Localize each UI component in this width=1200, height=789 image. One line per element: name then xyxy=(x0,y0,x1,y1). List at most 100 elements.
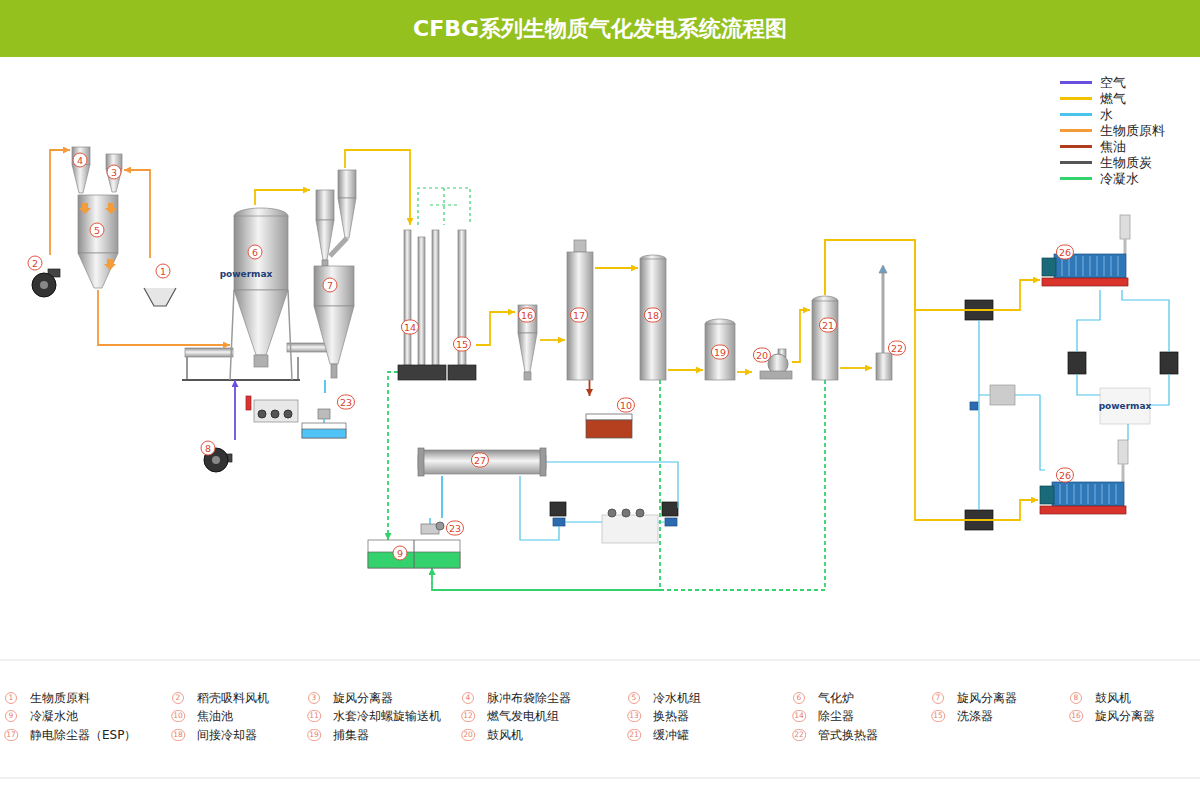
pool-rim xyxy=(368,540,460,568)
callout-number: 18 xyxy=(644,308,662,323)
water-pipe xyxy=(979,290,1169,510)
callout-number: 7 xyxy=(323,278,338,293)
table-cell: 捕集器 xyxy=(333,727,369,744)
cooling-fan xyxy=(608,509,616,517)
callout-number: 20 xyxy=(753,348,771,363)
table-cell: 脉冲布袋除尘器 xyxy=(487,690,571,707)
equipment-node: 14 xyxy=(398,225,446,380)
support-frame xyxy=(187,357,298,380)
equipment-node: 26 xyxy=(1040,215,1140,290)
legend-text: 燃气 xyxy=(1100,91,1126,107)
equipment-node: 1 xyxy=(140,258,180,310)
pipe-connector xyxy=(668,369,703,371)
legend-item: 生物质原料 xyxy=(1060,123,1190,139)
footer-rule xyxy=(0,778,1200,779)
cooling-tower xyxy=(602,515,658,543)
equipment-node: 8 xyxy=(198,440,243,475)
link-pipe xyxy=(322,260,328,266)
vessel-body xyxy=(876,353,892,380)
flow-arrow xyxy=(79,203,91,214)
engine-rib xyxy=(1111,256,1112,276)
pipe-connector xyxy=(476,312,515,345)
legend-item: 水 xyxy=(1060,107,1190,123)
equipment-shape xyxy=(448,225,476,380)
vessel-body xyxy=(640,259,666,380)
table-number: 17 xyxy=(4,729,18,741)
equipment-node: 26 xyxy=(1038,440,1138,518)
char-roller xyxy=(271,410,279,418)
table-cell: 燃气发电机组 xyxy=(487,708,559,725)
chiller-unit xyxy=(550,502,566,516)
table-cell: 鼓风机 xyxy=(487,727,523,744)
legend-item: 冷凝水 xyxy=(1060,171,1190,187)
tank-body xyxy=(302,423,346,438)
pool-divider xyxy=(414,540,415,568)
exchanger-cap xyxy=(418,448,424,476)
water-pump xyxy=(553,518,565,526)
equipment-shape xyxy=(398,225,446,380)
pump-motor xyxy=(436,522,444,530)
table-number: 2 xyxy=(172,692,184,704)
table-cell: 气化炉 xyxy=(818,690,854,707)
base-plate xyxy=(398,365,446,380)
table-cell: 管式换热器 xyxy=(818,727,878,744)
equipment-node: 18 xyxy=(638,255,668,380)
char-roller xyxy=(284,410,292,418)
pipe-connector xyxy=(825,240,1038,520)
pipe-connector xyxy=(792,310,810,362)
table-cell: 洗涤器 xyxy=(957,708,993,725)
equipment-shape xyxy=(810,295,840,380)
table-cell: 旋风分离器 xyxy=(1095,708,1155,725)
base-plate xyxy=(448,365,476,380)
table-number: 1 xyxy=(5,692,17,704)
exhaust-pipe xyxy=(882,273,885,353)
pipe-connector xyxy=(50,150,70,255)
equipment-node: 22 xyxy=(872,265,908,380)
flow-arrow xyxy=(105,203,117,214)
table-cell: 间接冷却器 xyxy=(197,727,257,744)
platform xyxy=(182,379,300,381)
table-number: 10 xyxy=(171,710,185,722)
callout-number: 27 xyxy=(471,453,489,468)
equipment-shape xyxy=(230,205,292,380)
legend-swatch xyxy=(1060,81,1092,84)
vessel-cone xyxy=(234,290,288,355)
equipment-node: 20 xyxy=(752,345,792,380)
cooling-fan xyxy=(622,509,630,517)
equipment-shape xyxy=(872,265,908,380)
legend-text: 冷凝水 xyxy=(1100,171,1139,187)
water-pump xyxy=(665,518,677,526)
exhaust-pipe xyxy=(1124,239,1127,254)
pipe-connector xyxy=(595,267,638,269)
fan-hub xyxy=(212,456,220,464)
equipment-shape xyxy=(310,168,360,380)
table-cell: 冷水机组 xyxy=(653,690,701,707)
table-number: 19 xyxy=(307,729,321,741)
title-band: CFBG系列生物质气化发电系统流程图 xyxy=(0,0,1200,57)
table-cell: 生物质原料 xyxy=(30,690,90,707)
cyclone-outlet xyxy=(331,364,337,378)
callout-number: 19 xyxy=(711,345,729,360)
pipe-connector xyxy=(324,380,326,393)
exchanger-cap xyxy=(540,448,546,476)
legend-item: 焦油 xyxy=(1060,139,1190,155)
table-number: 5 xyxy=(628,692,640,704)
muffler xyxy=(1120,215,1130,239)
fan-housing xyxy=(32,273,56,297)
engine-rib xyxy=(1104,256,1105,276)
equipment-node: 15 xyxy=(448,225,476,380)
table-number: 14 xyxy=(792,710,806,722)
engine-rib xyxy=(1090,256,1091,276)
support-leg xyxy=(230,290,292,380)
callout-number: 16 xyxy=(518,308,536,323)
legend-item: 燃气 xyxy=(1060,91,1190,107)
table-number: 3 xyxy=(308,692,320,704)
table-number: 6 xyxy=(793,692,805,704)
diagram-title: CFBG系列生物质气化发电系统流程图 xyxy=(0,0,1200,57)
vessel-body xyxy=(338,170,356,198)
legend-swatch xyxy=(1060,177,1092,180)
engine-rib xyxy=(1088,484,1089,504)
pipe-connector xyxy=(589,380,591,396)
table-number: 12 xyxy=(461,710,475,722)
cooler-unit xyxy=(990,385,1015,405)
